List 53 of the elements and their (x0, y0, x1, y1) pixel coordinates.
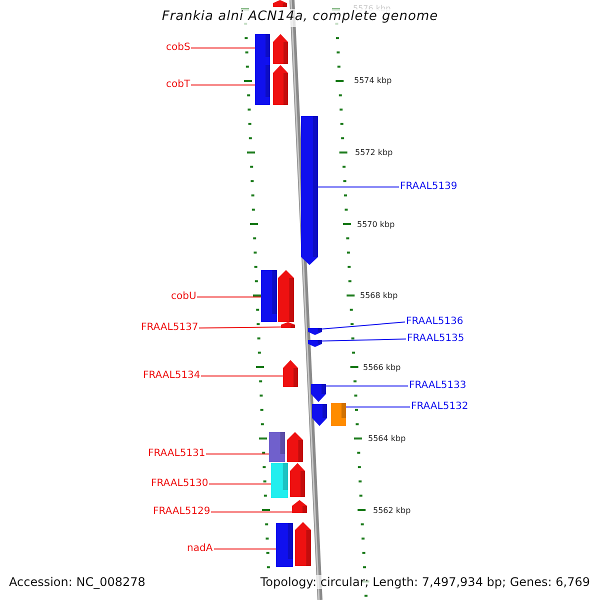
tick-label: 5570 kbp (357, 220, 395, 230)
gene-block (290, 463, 305, 497)
gene-label: FRAAL5139 (400, 181, 458, 193)
genome-stats-text: Topology: circular; Length: 7,497,934 bp; Genes: 6,769 (260, 575, 590, 589)
leader-line (190, 84, 256, 86)
gene-block (273, 0, 287, 7)
gene-block (308, 328, 322, 335)
gene-label: cobS (166, 42, 190, 54)
gene-block (312, 404, 327, 426)
gene-bar (331, 403, 346, 426)
leader-line (322, 322, 406, 330)
gene-label: FRAAL5129 (153, 506, 210, 518)
gene-label: FRAAL5137 (141, 322, 198, 334)
gene-block (292, 500, 307, 513)
gene-label: FRAAL5130 (151, 478, 208, 490)
accession-text: Accession: NC_008278 (9, 575, 146, 589)
gene-bar (255, 65, 270, 105)
gene-label: cobU (171, 291, 196, 303)
tick-label: 5568 kbp (360, 291, 398, 301)
gene-label: nadA (187, 543, 213, 555)
gene-label: FRAAL5131 (148, 448, 206, 460)
gene-bar (255, 34, 270, 65)
gene-bar (261, 270, 277, 322)
gene-bar (276, 523, 293, 567)
gene-bar (269, 432, 285, 462)
leader-line (318, 186, 400, 188)
gene-label: FRAAL5135 (407, 333, 464, 345)
leader-line (198, 326, 282, 328)
gene-bar (271, 463, 288, 498)
gene-block (273, 65, 288, 105)
leader-line (214, 548, 276, 550)
gene-block (301, 116, 318, 265)
gene-label: FRAAL5133 (409, 380, 466, 392)
leader-line (346, 406, 410, 408)
tick-label: 5572 kbp (355, 148, 393, 158)
gene-block (281, 322, 295, 328)
gene-label: cobT (166, 79, 190, 91)
gene-block (283, 360, 298, 387)
title: Frankia alni ACN14a, complete genome (160, 9, 440, 24)
gene-block (287, 432, 303, 462)
gene-block (273, 34, 288, 64)
gene-label: FRAAL5134 (143, 370, 200, 382)
gene-label: FRAAL5136 (406, 316, 464, 328)
gene-label: FRAAL5132 (411, 401, 468, 413)
tick-label: 5566 kbp (363, 363, 401, 373)
gene-block (295, 522, 311, 566)
gene-block (311, 384, 326, 402)
tick-label: 5564 kbp (368, 434, 406, 444)
leader-line (196, 296, 262, 298)
leader-line (322, 338, 406, 342)
tick-label: 5562 kbp (373, 506, 411, 516)
tick-label: 5574 kbp (354, 76, 392, 86)
gene-block (308, 340, 322, 347)
